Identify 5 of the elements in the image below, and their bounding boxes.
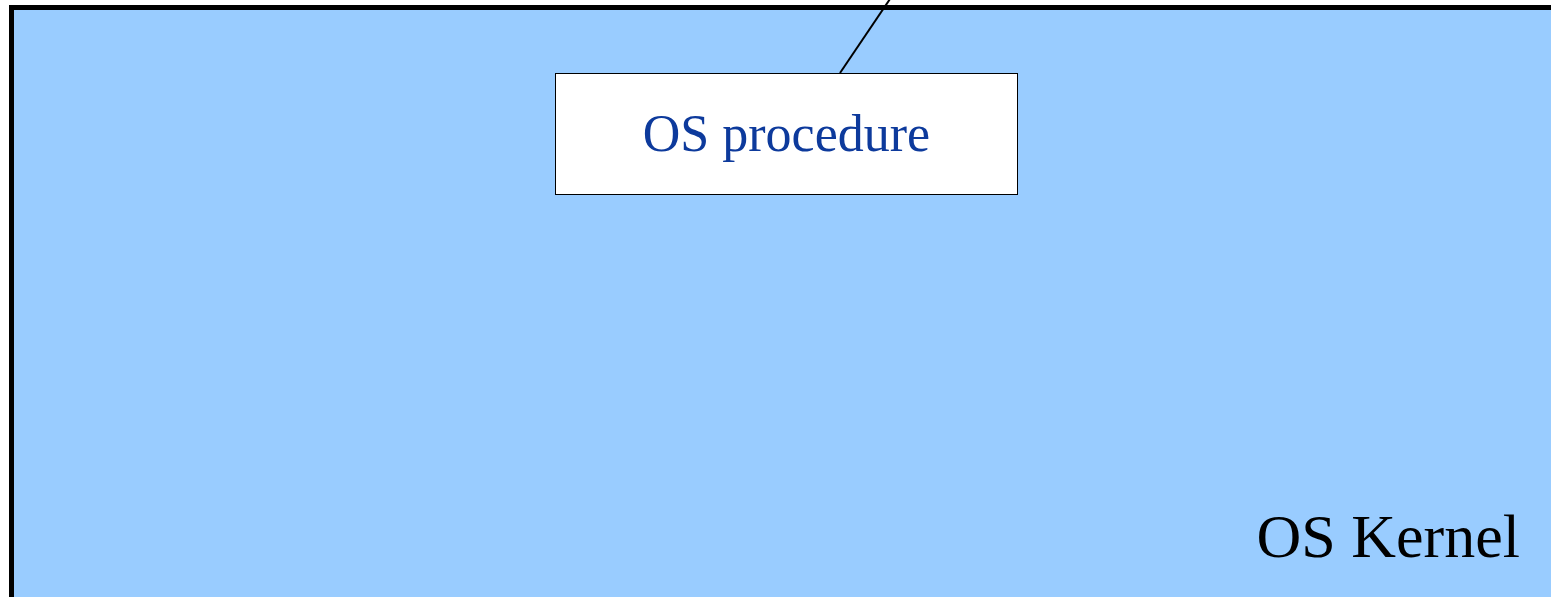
procedure-box <box>555 73 1018 195</box>
layer-label: OS Kernel <box>1256 505 1520 567</box>
box-label: OS procedure <box>642 108 931 160</box>
kernel-region <box>9 5 1551 597</box>
connector-line <box>839 0 893 74</box>
